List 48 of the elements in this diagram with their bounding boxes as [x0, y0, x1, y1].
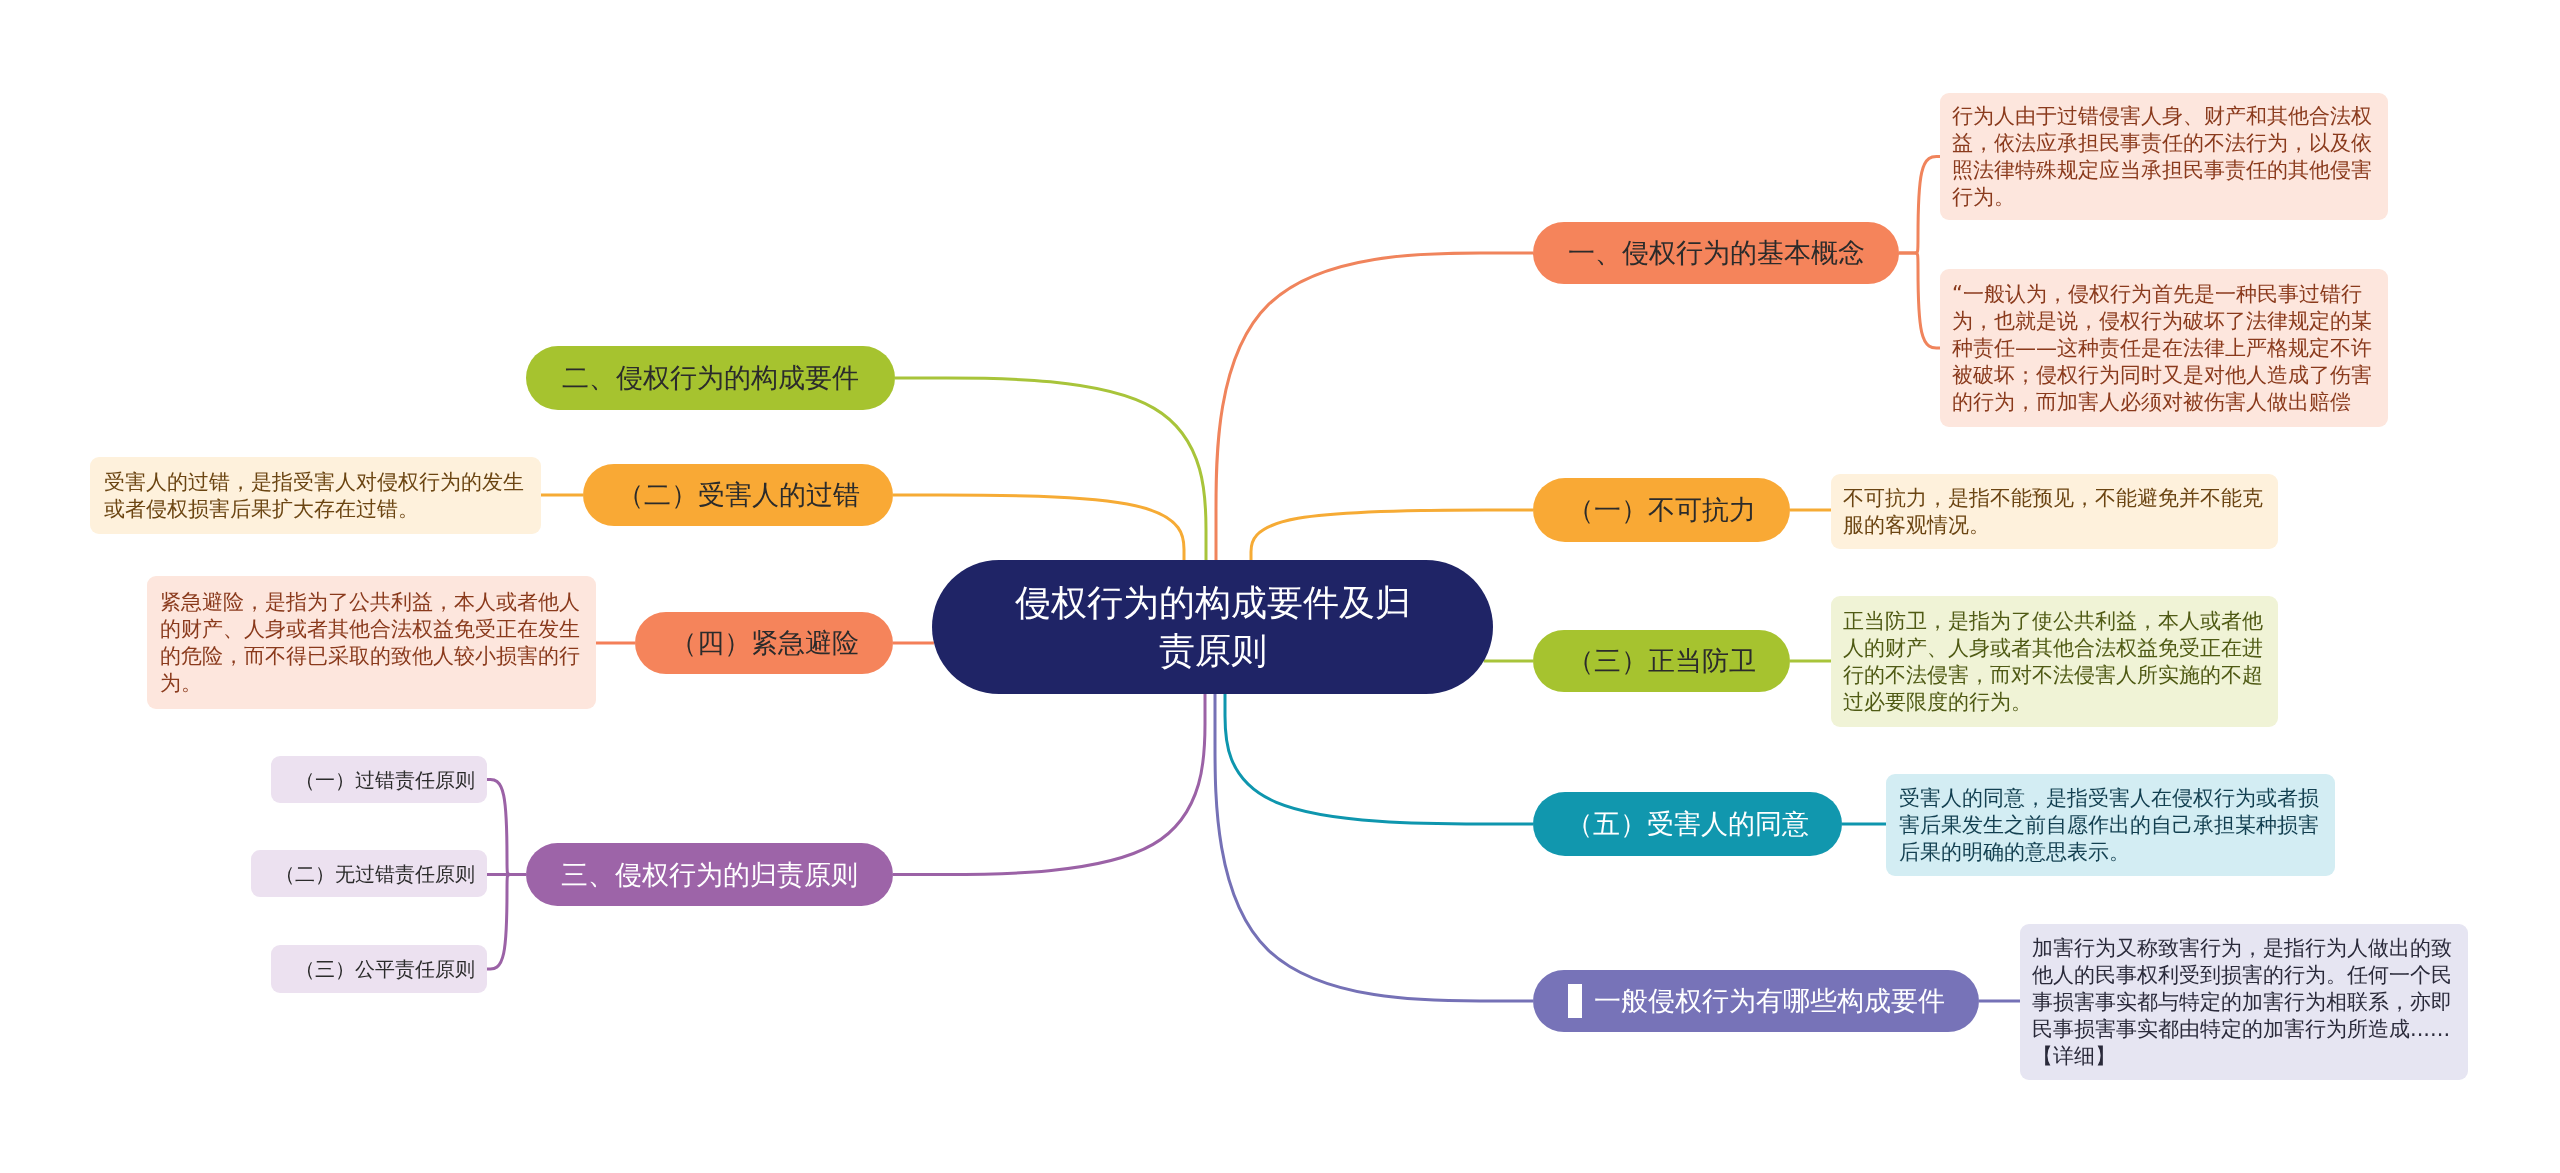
topic-label: （二）无过错责任原则	[275, 860, 475, 887]
note-box	[1886, 774, 2335, 876]
branch-line	[1979, 999, 2020, 1003]
note-text: 受害人的同意，是指受害人在侵权行为或者损害后果发生之前自愿作出的自己承担某种损害后果的明确的意思表示。	[1898, 784, 2320, 866]
subtopic-box	[251, 850, 487, 897]
topic-label: （一）不可抗力	[1567, 493, 1756, 527]
branch-line	[541, 493, 583, 497]
topic-label: 侵权行为的构成要件及归责原则	[1013, 581, 1412, 673]
branch-line	[893, 694, 1207, 876]
subtopic-box	[271, 945, 487, 993]
branch-line	[487, 873, 526, 971]
topic-label: （四）紧急避险	[669, 626, 859, 660]
topic-label: 一、侵权行为的基本概念	[1567, 236, 1865, 270]
topic-label: 三、侵权行为的归责原则	[561, 857, 858, 892]
note-box	[1940, 93, 2388, 220]
branch-line	[1790, 659, 1831, 663]
note-box	[147, 576, 596, 709]
topic-label: （三）公平责任原则	[295, 956, 475, 982]
note-box	[90, 457, 541, 534]
branch-line	[1483, 659, 1533, 663]
note-text: “一般认为，侵权行为首先是一种民事过错行为，也就是说，侵权行为破坏了法律规定的某种责任——这种责任是在法律上严格规定不许被破坏；侵权行为同时又是对他人造成了伤害的行为，而加害人必须对被伤害人做出赔偿	[1952, 280, 2373, 416]
note-box	[1940, 269, 2388, 427]
note-box	[1831, 596, 2278, 727]
note-box	[1831, 474, 2278, 549]
branch-line	[1842, 822, 1886, 826]
topic-label: 一般侵权行为有哪些构成要件	[1593, 984, 1945, 1018]
note-box	[2020, 924, 2468, 1080]
branch-line	[1790, 508, 1831, 512]
subtopic-box	[271, 756, 487, 803]
branch-line	[1214, 251, 1533, 560]
topic-label: 二、侵权行为的构成要件	[562, 361, 859, 395]
topic-label: （三）正当防卫	[1567, 644, 1756, 678]
topic-label: （一）过错责任原则	[295, 766, 475, 793]
branch-line	[893, 493, 1186, 560]
branch-line	[893, 641, 934, 645]
note-text: 受害人的过错，是指受害人对侵权行为的发生或者侵权损害后果扩大存在过错。	[103, 468, 525, 523]
note-text: 紧急避险，是指为了公共利益，本人或者他人的财产、人身或者其他合法权益免受正在发生的危险，而不得已采取的致他人较小损害的行为。	[159, 588, 581, 697]
branch-line	[596, 641, 635, 645]
note-text: 正当防卫，是指为了使公共利益，本人或者他人的财产、人身或者其他合法权益免受正在进行的不法侵害，而对不法侵害人所实施的不超过必要限度的行为。	[1842, 607, 2264, 716]
note-text: 不可抗力，是指不能预见，不能避免并不能克服的客观情况。	[1842, 484, 2264, 539]
topic-label: （二）受害人的过错	[616, 478, 860, 512]
note-text: 行为人由于过错侵害人身、财产和其他合法权益，依法应承担民事责任的不法行为，以及依照法律特殊规定应当承担民事责任的其他侵害行为。	[1952, 102, 2373, 211]
branch-line	[1249, 508, 1533, 560]
topic-label: （五）受害人的同意	[1566, 807, 1809, 841]
branch-line	[1213, 694, 1533, 1003]
branch-line	[1223, 694, 1533, 826]
branch-line	[895, 376, 1208, 560]
note-text: 加害行为又称致害行为，是指行为人做出的致他人的民事权利受到损害的行为。任何一个民事损害事实都与特定的加害行为相联系，亦即民事损害事实都由特定的加害行为所造成......【详细】	[2032, 934, 2453, 1070]
